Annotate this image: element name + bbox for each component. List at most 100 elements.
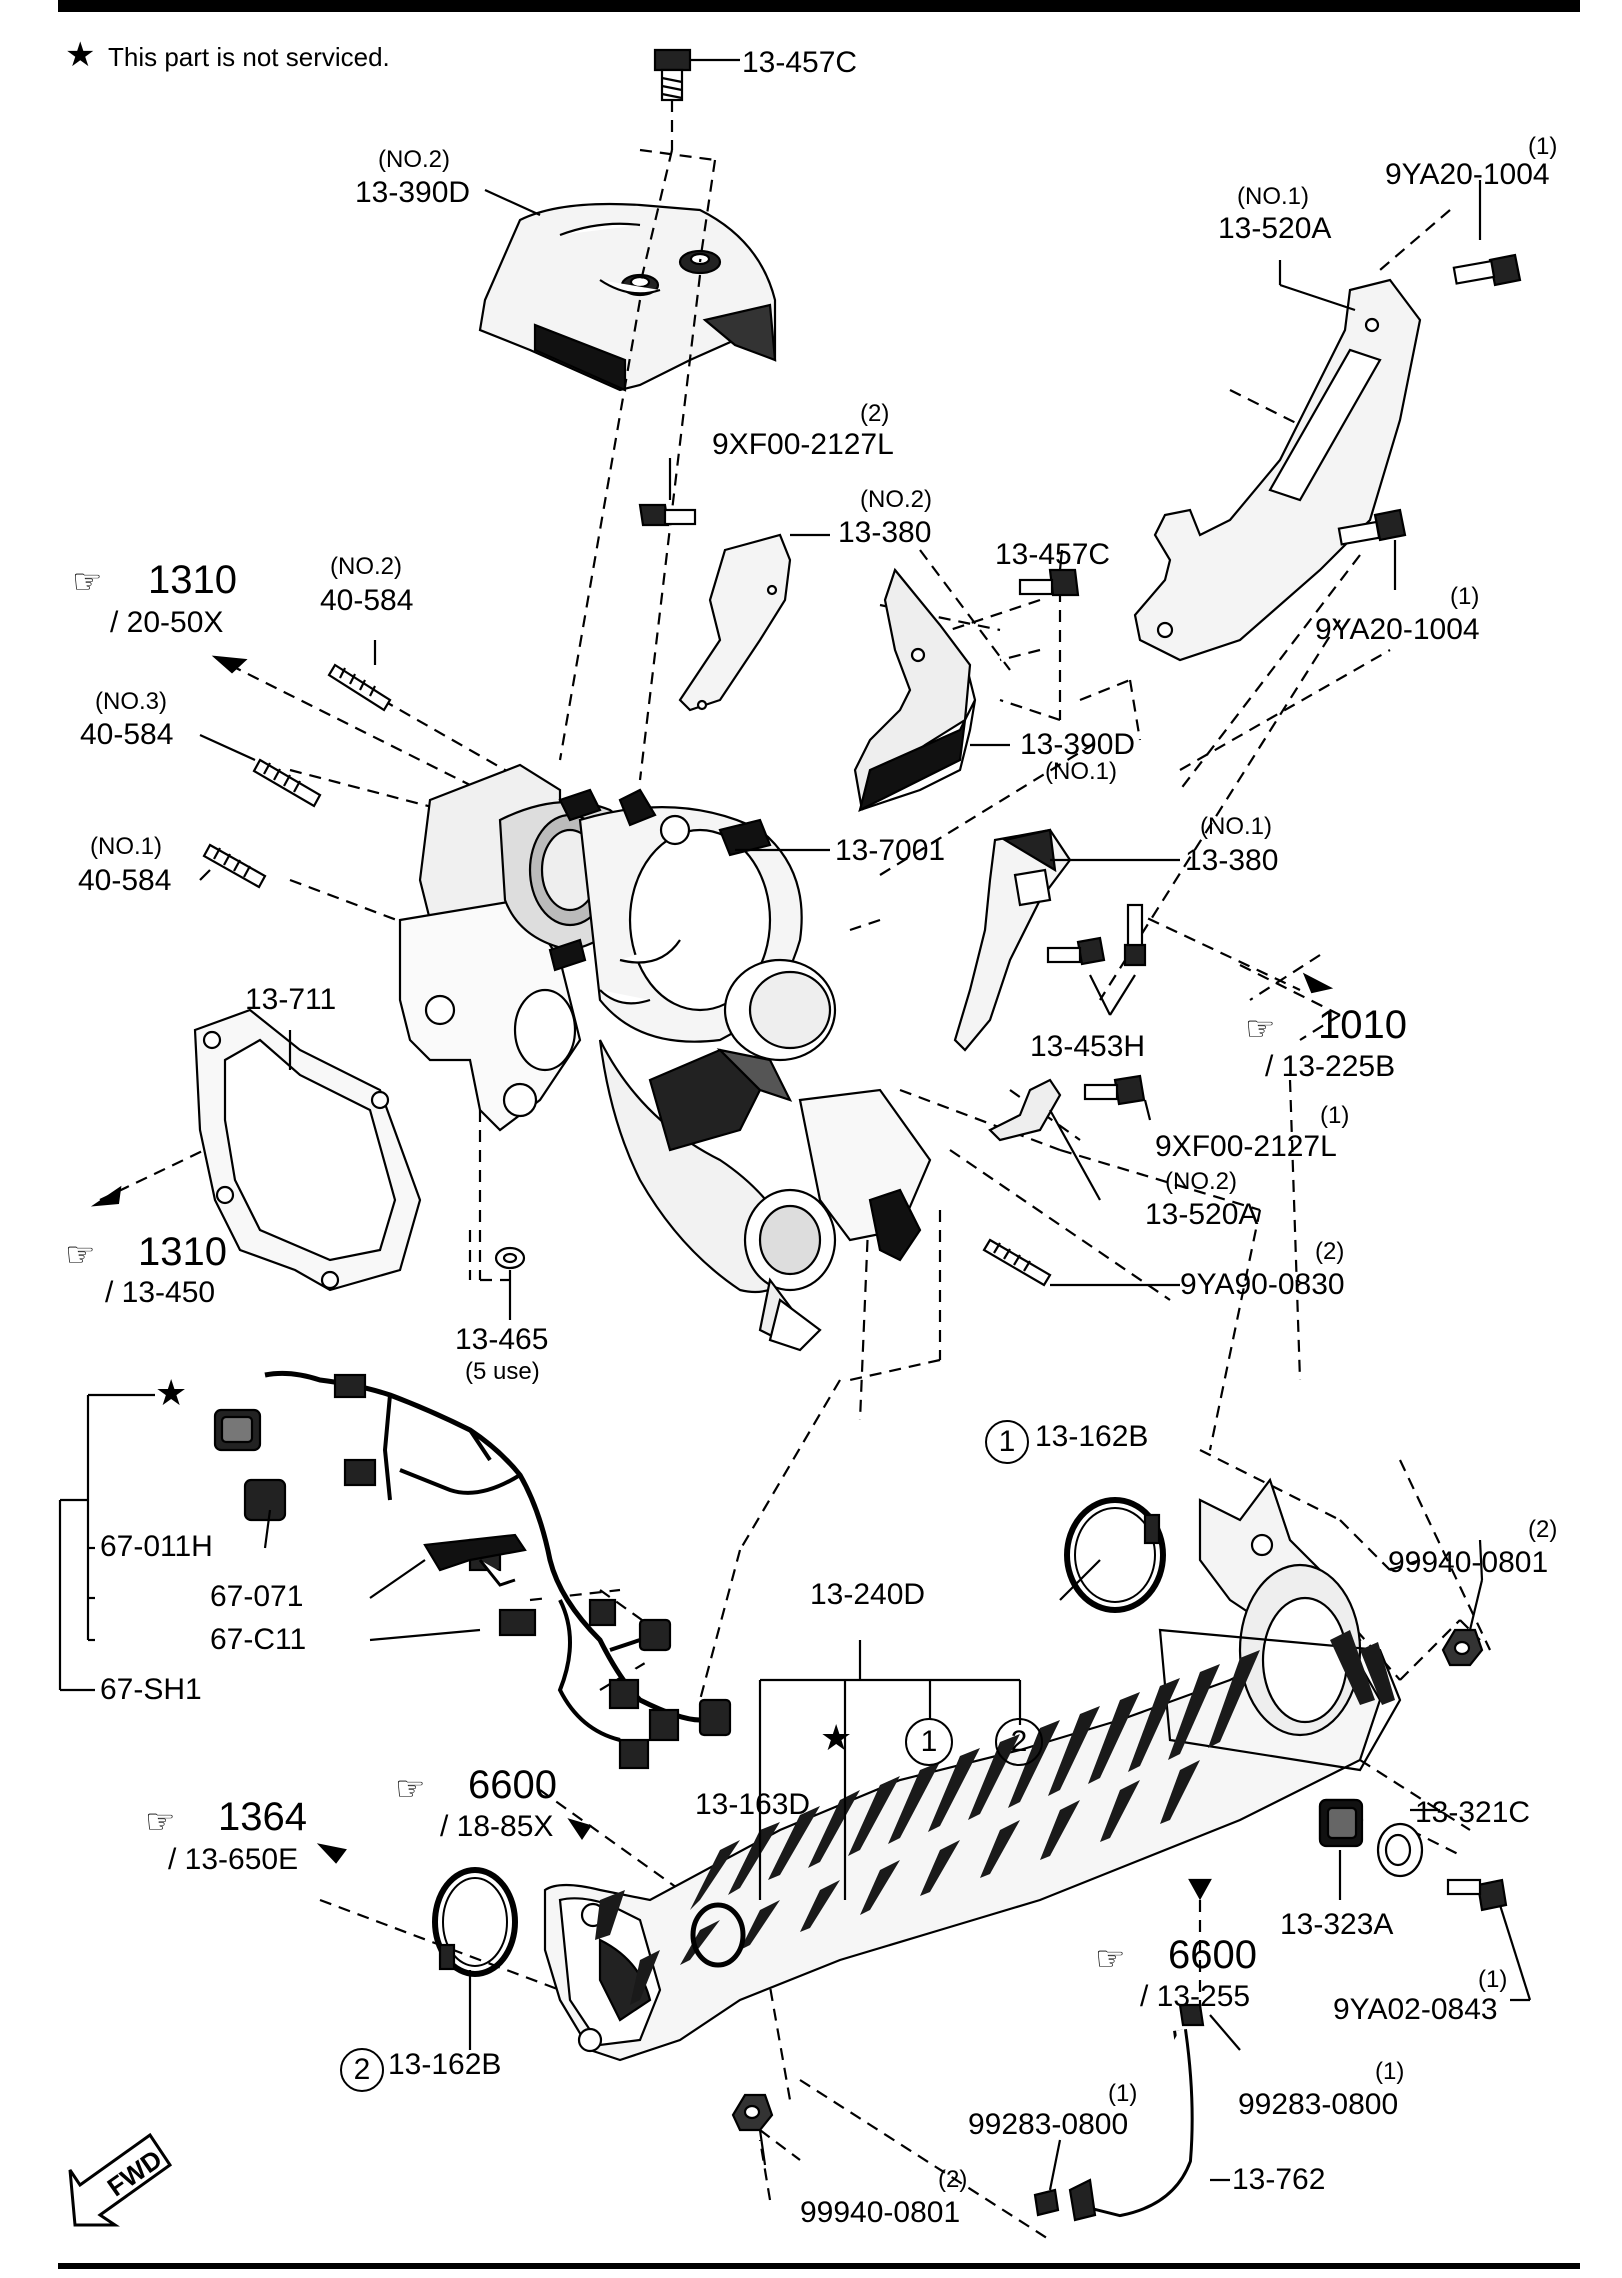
qty-9xf00-2127l-top: (2) [860,400,890,427]
note-star: ★ [65,36,96,74]
label-9ya02-0843: 9YA02-0843 [1333,1993,1498,2026]
label-13-323a: 13-323A [1280,1908,1394,1941]
qty-13-390d-no1: (NO.1) [1045,758,1117,785]
turbocharger-13-7001 [398,763,932,1352]
ref-6600-a-hand-icon: ☞ [395,1770,426,1808]
label-13-162b-1: 13-162B [1035,1420,1149,1453]
label-13-321c: 13-321C [1415,1796,1531,1829]
qty-9ya20-1004-a: (1) [1528,133,1558,160]
circle-13-240d-2: 2 [995,1718,1043,1766]
ref-1310-bot-number: 1310 [138,1230,227,1274]
label-99940-0801-a: 99940-0801 [1388,1546,1549,1579]
qty-13-380-no1: (NO.1) [1200,813,1272,840]
o-ring-13-163d [690,1902,746,1968]
label-13-390d-no2: 13-390D [355,176,471,209]
ref-1010-sub: / 13-225B [1265,1050,1396,1083]
bottom-border [58,2263,1580,2269]
nut-99940-0801-b [731,2093,774,2132]
heat-insulator-13-390d-no1 [853,567,977,813]
label-40-584-no1: 40-584 [78,864,172,897]
ref-1364-sub: / 13-650E [168,1843,299,1876]
note-text: This part is not serviced. [108,42,390,72]
ref-6600-a-sub: / 18-85X [440,1810,554,1843]
label-13-162b-2: 13-162B [388,2048,502,2081]
label-13-520a-no2: 13-520A [1145,1198,1259,1231]
label-99940-0801-b: 99940-0801 [800,2196,961,2229]
bolt-9ya20-1004-upper [1452,253,1522,287]
qty-13-390d-no2: (NO.2) [378,146,450,173]
ref-6600-b-sub: / 13-255 [1140,1980,1251,2013]
bolt-9ya02-0843 [1446,1878,1508,1912]
ref-1310-bot-hand-icon: ☞ [65,1236,96,1274]
clip-99283-0800-a [1033,2188,1060,2217]
qty-40-584-no3: (NO.3) [95,688,167,715]
bracket-13-380-no1 [953,828,1072,1052]
label-13-380-no2: 13-380 [838,516,932,549]
label-13-465-use: (5 use) [465,1358,540,1385]
qty-9ya90-0830: (2) [1315,1238,1345,1265]
bracket-13-520a-no1 [1133,278,1422,662]
cooler-star: ★ [820,1717,853,1758]
label-40-584-no3: 40-584 [80,718,174,751]
label-13-240d: 13-240D [810,1578,926,1611]
ref-1310-top-number: 1310 [148,558,237,602]
ref-6600-a-number: 6600 [468,1763,557,1807]
bolt-9ya20-1004-lower [1337,508,1407,546]
bolt-9xf00-2127l-top [638,503,697,527]
label-13-520a-no1: 13-520A [1218,212,1332,245]
bracket-13-520a-no2 [988,1078,1062,1142]
heat-insulator-no2 [478,202,777,392]
label-67-c11: 67-C11 [210,1623,307,1656]
bolt-13-457c-mid [1018,568,1080,597]
label-9xf00-2127l-top: 9XF00-2127L [712,428,894,461]
hose-13-762 [1068,2029,1194,2222]
label-9ya20-1004-b: 9YA20-1004 [1315,613,1480,646]
ref-1364-number: 1364 [218,1795,307,1839]
label-67-sh1: 67-SH1 [100,1673,202,1706]
ref-1010-number: 1010 [1318,1003,1407,1047]
qty-99940-0801-b: (2) [938,2166,968,2193]
harness-bracket-lines [58,1393,481,1692]
label-9ya20-1004-a: 9YA20-1004 [1385,158,1550,191]
qty-13-520a-no2: (NO.2) [1165,1168,1237,1195]
qty-13-520a-no1: (NO.1) [1237,183,1309,210]
label-67-011h: 67-011H [100,1530,213,1563]
leader-lines [199,180,1532,2191]
qty-9xf00-2127l-mid: (1) [1320,1102,1350,1129]
circle-13-240d-1: 1 [905,1718,953,1766]
qty-99940-0801-a: (2) [1528,1516,1558,1543]
label-13-762: 13-762 [1232,2163,1326,2196]
sensor-13-323a [1318,1798,1364,1848]
label-99283-0800-b: 99283-0800 [1238,2088,1399,2121]
ref-1010-hand-icon: ☞ [1245,1010,1276,1048]
label-13-7001: 13-7001 [835,834,946,867]
stud-9ya90-0830 [982,1238,1052,1287]
bolt-13-457c-top [653,48,692,102]
seal-13-321c [1376,1822,1424,1878]
label-99283-0800-a: 99283-0800 [968,2108,1129,2141]
nut-13-465 [494,1246,526,1270]
bolts-13-453h [1046,903,1147,967]
stud-40-584-no2 [327,663,392,712]
label-13-453h: 13-453H [1030,1030,1146,1063]
harness-star: ★ [155,1372,188,1413]
stud-40-584-no1 [202,843,267,889]
label-13-457c-top: 13-457C [742,46,858,79]
circle-13-162b-1: 1 [985,1420,1029,1464]
ref-6600-b-hand-icon: ☞ [1095,1940,1126,1978]
gasket-13-711 [193,1008,422,1292]
top-border [58,0,1580,12]
label-9xf00-2127l-mid: 9XF00-2127L [1155,1130,1337,1163]
label-13-711: 13-711 [245,983,337,1016]
label-13-163d: 13-163D [695,1788,811,1821]
label-67-071: 67-071 [210,1580,304,1613]
qty-13-380-no2: (NO.2) [860,486,932,513]
circle-13-162b-2: 2 [340,2048,384,2092]
label-9ya90-0830: 9YA90-0830 [1180,1268,1345,1301]
ref-1310-top-sub: / 20-50X [110,606,224,639]
label-13-465: 13-465 [455,1323,549,1356]
ref-6600-b-number: 6600 [1168,1933,1257,1977]
qty-40-584-no1: (NO.1) [90,833,162,860]
label-13-380-no1: 13-380 [1185,844,1279,877]
